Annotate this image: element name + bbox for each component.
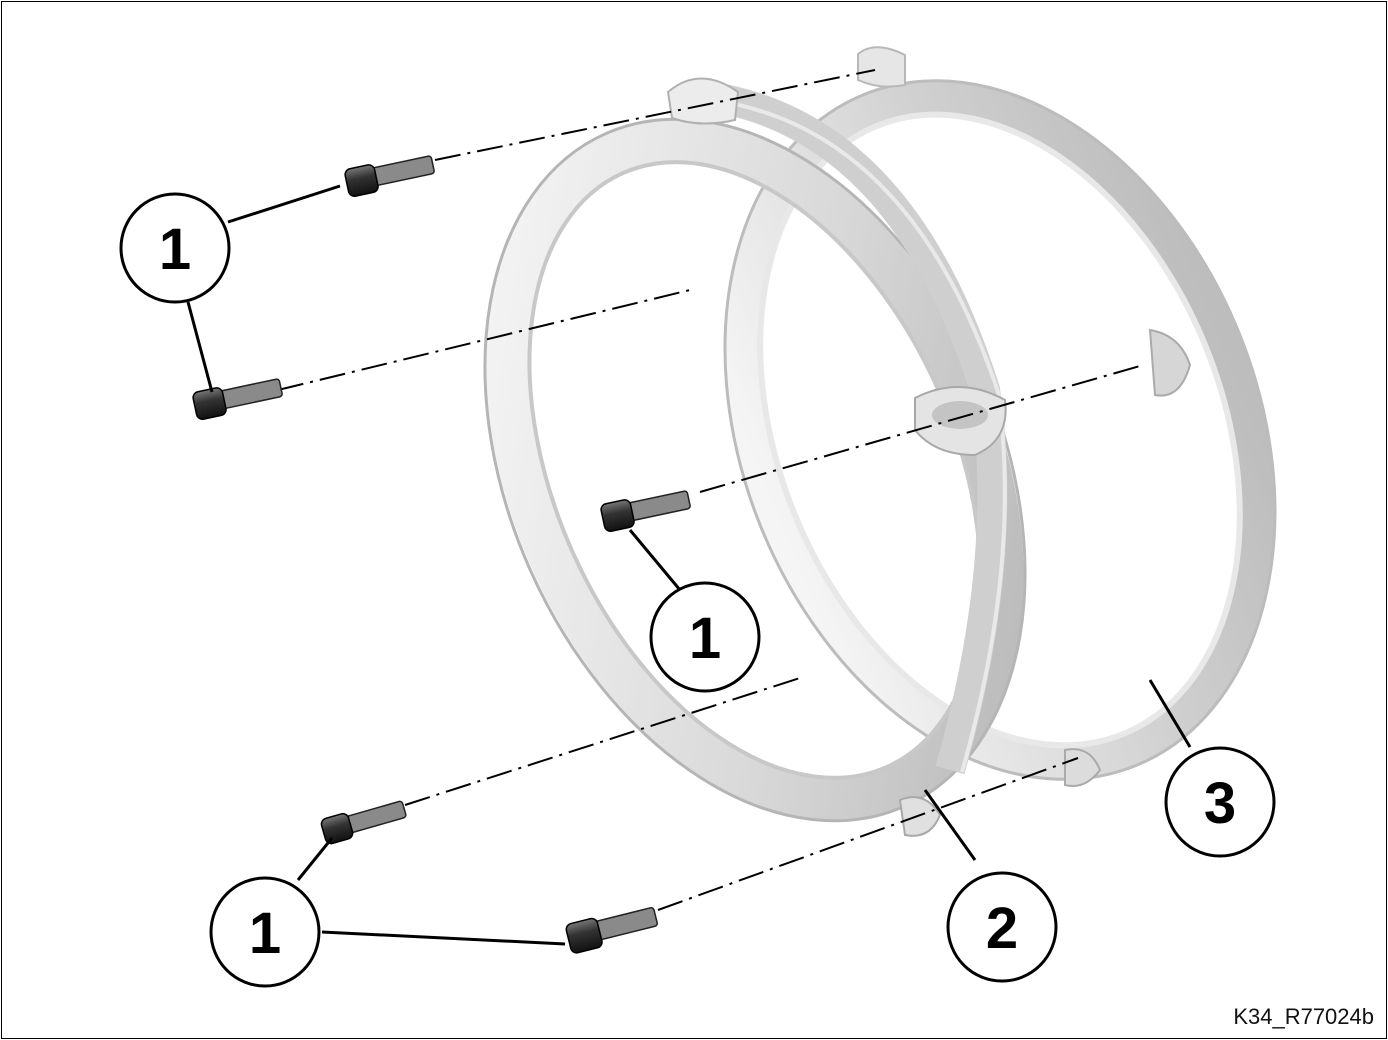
ring3-lug-bottom xyxy=(1064,748,1102,787)
screw-left-middle xyxy=(192,378,283,421)
callout-label: 1 xyxy=(689,606,721,671)
callout-2: 2 xyxy=(946,871,1058,983)
ring3-lug-right xyxy=(1148,328,1192,397)
callout-label: 2 xyxy=(986,896,1018,961)
callout-1-bottom-left: 1 xyxy=(209,876,321,988)
screw-bottom-center xyxy=(565,906,659,954)
ring2-lug-bottom xyxy=(898,796,942,837)
outer-retaining-ring xyxy=(723,46,1277,787)
screw-bottom-left-upper xyxy=(320,800,407,845)
callout-3: 3 xyxy=(1164,746,1276,858)
ring2-lug-top xyxy=(666,77,740,125)
figure-reference-id: K34_R77024b xyxy=(1233,1004,1374,1029)
headlight-trim-ring xyxy=(483,77,1027,837)
ring3-lug-top xyxy=(857,46,906,88)
callout-label: 3 xyxy=(1204,771,1236,836)
ring2-lug-hole xyxy=(932,401,988,429)
callout-1-center: 1 xyxy=(649,581,761,693)
screw-top-left xyxy=(344,155,435,198)
screw-center xyxy=(600,490,691,533)
alignment-lines xyxy=(277,69,1141,911)
callout-label: 1 xyxy=(249,901,281,966)
leader-lines xyxy=(186,184,1192,946)
callout-1-top-left: 1 xyxy=(119,192,231,304)
callout-label: 1 xyxy=(159,217,191,282)
